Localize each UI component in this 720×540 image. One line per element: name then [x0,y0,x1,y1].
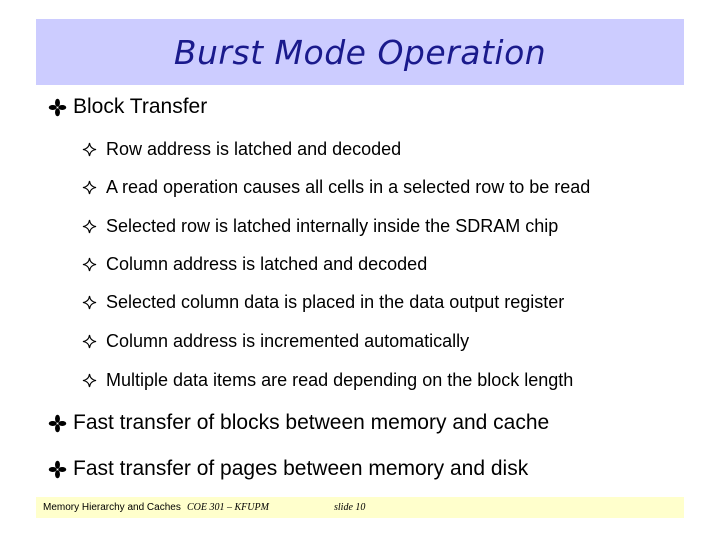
bullet-label: Fast transfer of blocks between memory a… [73,411,550,434]
slide-title: Burst Mode Operation [173,32,547,72]
sub-bullet: Row address is latched and decoded [82,139,401,160]
sub-bullet-text: Row address is latched and decoded [106,139,402,159]
sub-bullet-text: Column address is incremented automatica… [106,331,470,351]
bullet-disk-transfer: Fast transfer of pages between memory an… [48,457,528,481]
footer-course: COE 301 – KFUPM [187,502,269,513]
sub-bullet-text: Multiple data items are read depending o… [106,370,574,390]
footer-topic: Memory Hierarchy and Caches [43,502,181,513]
four-point-star-icon [82,373,97,388]
bullet-label: Fast transfer of pages between memory an… [73,457,529,480]
diamond-bullet-icon [48,460,67,478]
diamond-bullet-icon [48,414,67,432]
sub-bullet-text: Selected column data is placed in the da… [106,292,565,312]
title-banner: Burst Mode Operation [36,19,684,85]
footer-slide-number: slide 10 [334,502,366,513]
bullet-block-transfer: Block Transfer [48,95,207,119]
four-point-star-icon [82,257,97,272]
slide-footer: Memory Hierarchy and Caches COE 301 – KF… [36,497,684,518]
sub-bullet: Selected row is latched internally insid… [82,216,558,237]
four-point-star-icon [82,142,97,157]
sub-bullet: Selected column data is placed in the da… [82,292,564,313]
four-point-star-icon [82,219,97,234]
sub-bullet-text: A read operation causes all cells in a s… [106,177,591,197]
bullet-label: Block Transfer [73,95,208,118]
bullet-cache-transfer: Fast transfer of blocks between memory a… [48,411,549,435]
sub-bullet-text: Selected row is latched internally insid… [106,216,559,236]
four-point-star-icon [82,295,97,310]
sub-bullet: A read operation causes all cells in a s… [82,177,590,198]
sub-bullet-text: Column address is latched and decoded [106,254,428,274]
sub-bullet: Column address is incremented automatica… [82,331,469,352]
sub-bullet: Column address is latched and decoded [82,254,427,275]
diamond-bullet-icon [48,98,67,116]
four-point-star-icon [82,180,97,195]
four-point-star-icon [82,334,97,349]
sub-bullet: Multiple data items are read depending o… [82,370,573,391]
